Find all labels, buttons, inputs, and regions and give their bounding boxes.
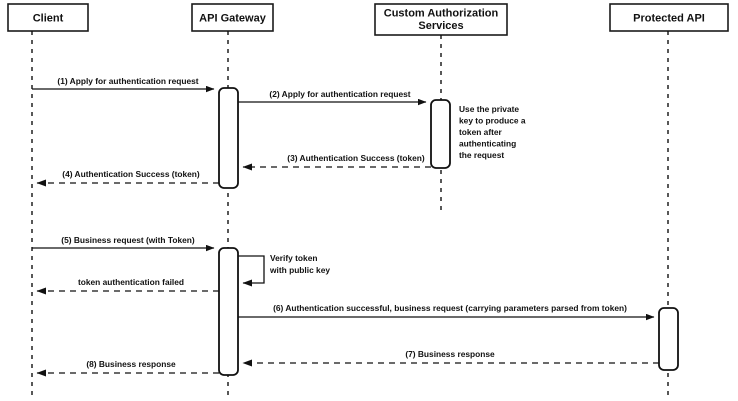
message-1-label: (1) Apply for authentication request [57, 76, 198, 86]
message-8-label: (8) Business response [86, 359, 176, 369]
message-7[interactable]: (7) Business response [242, 349, 659, 367]
note-private-key-line-2: key to produce a [459, 116, 526, 126]
message-token-authentication-failed-label: token authentication failed [78, 277, 184, 287]
note-private-key-line-4: authenticating [459, 139, 516, 149]
self-message-verify-token-label-line1: Verify token [270, 253, 317, 263]
message-3-label: (3) Authentication Success (token) [287, 153, 425, 163]
message-1[interactable]: (1) Apply for authentication request [32, 76, 215, 93]
message-4[interactable]: (4) Authentication Success (token) [36, 169, 219, 187]
message-token-authentication-failed[interactable]: token authentication failed [36, 277, 219, 295]
participant-custom-auth-label-line2: Services [418, 20, 463, 32]
participant-client-label: Client [33, 12, 64, 24]
message-2[interactable]: (2) Apply for authentication request [238, 89, 427, 106]
activation-custom-auth [430, 99, 451, 169]
activation-gateway-auth [218, 87, 239, 189]
participant-client[interactable]: Client [7, 3, 89, 32]
message-6-label: (6) Authentication successful, business … [273, 303, 627, 313]
activation-gateway-business [218, 247, 239, 376]
message-4-label: (4) Authentication Success (token) [62, 169, 200, 179]
message-8[interactable]: (8) Business response [36, 359, 219, 377]
self-message-verify-token-label-line2: with public key [269, 265, 330, 275]
note-private-key-line-5: the request [459, 150, 504, 160]
self-message-verify-token-arrow [238, 255, 265, 287]
message-6[interactable]: (6) Authentication successful, business … [238, 303, 655, 321]
note-private-key-line-1: Use the private [459, 104, 519, 114]
participant-api-gateway[interactable]: API Gateway [191, 3, 274, 32]
message-5[interactable]: (5) Business request (with Token) [32, 235, 215, 252]
note-private-key-line-3: token after [459, 127, 503, 137]
message-2-label: (2) Apply for authentication request [269, 89, 410, 99]
participant-api-gateway-label: API Gateway [199, 12, 267, 24]
participant-protected-api[interactable]: Protected API [609, 3, 729, 32]
message-5-label: (5) Business request (with Token) [61, 235, 195, 245]
activation-protected-api [658, 307, 679, 371]
note-private-key-background [456, 100, 552, 162]
participant-custom-auth-label-line1: Custom Authorization [384, 7, 499, 19]
self-message-verify-token[interactable]: Verify token with public key [238, 253, 330, 287]
participant-protected-api-label: Protected API [633, 12, 705, 24]
participant-custom-auth[interactable]: Custom Authorization Services [374, 3, 508, 36]
message-7-label: (7) Business response [405, 349, 495, 359]
note-private-key: Use the private key to produce a token a… [456, 100, 552, 162]
message-3[interactable]: (3) Authentication Success (token) [242, 153, 431, 171]
